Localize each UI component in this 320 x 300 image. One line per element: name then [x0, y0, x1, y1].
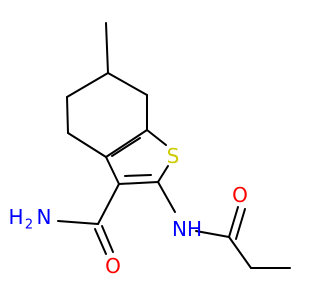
sulfur-label: S — [167, 144, 180, 168]
bond-c2-c3 — [118, 181, 159, 185]
nh2-label: H 2 N — [8, 205, 51, 233]
bonds — [57, 22, 291, 269]
structure-canvas: S NH O O H 2 N — [8, 22, 291, 278]
bond-s-c2 — [157, 165, 169, 183]
amide-nh-label: NH — [172, 217, 202, 241]
bond-c3-c3a — [105, 156, 120, 185]
bond-c7a-c3a — [105, 129, 148, 158]
bond-co-o — [228, 206, 239, 238]
bond-carbonyl-o — [101, 225, 114, 253]
bond-c2-c3-double — [124, 174, 152, 177]
nh2-n: N — [37, 205, 52, 229]
bond-c5-c4 — [66, 96, 69, 134]
bond-methyl — [105, 22, 109, 74]
bond-carbonyl-nh2 — [57, 220, 99, 225]
bond-c2-nh — [157, 181, 176, 213]
carboxamide-oxygen-label: O — [105, 254, 121, 278]
nh2-subscript: 2 — [25, 218, 33, 233]
bond-carbonyl-o-double — [94, 228, 107, 255]
bond-c7a-s — [146, 129, 167, 146]
nh2-h: H — [8, 205, 23, 229]
bond-co-ch2 — [228, 236, 252, 269]
molecule-drawing: S NH O O H 2 N — [8, 22, 291, 278]
bond-co-o-double — [235, 208, 246, 240]
bond-c7a-c3a-double — [111, 137, 141, 157]
atom-labels: S NH O O H 2 N — [8, 144, 247, 278]
amide-oxygen-label: O — [232, 183, 248, 207]
bond-c6-c7 — [107, 72, 148, 96]
bond-c4-c3a — [67, 132, 107, 158]
bond-c6-c5 — [66, 72, 109, 98]
bond-nh-co — [195, 230, 230, 238]
bond-c3-carbonyl — [97, 183, 120, 225]
